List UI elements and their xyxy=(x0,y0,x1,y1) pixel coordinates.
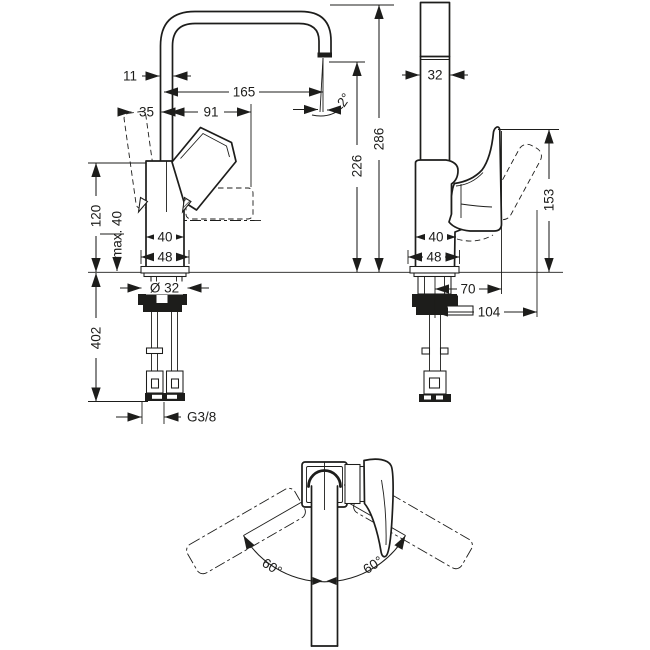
handle-pivot-section xyxy=(181,196,192,214)
front-view: 11 165 35 91 2° 226 286 120 ma xyxy=(88,4,394,425)
base-plate-side xyxy=(409,265,460,274)
dim-body-width-label: 40 xyxy=(157,230,172,245)
dim-body-depth-label: 40 xyxy=(428,230,443,245)
dim-handle-tilt-offset-label: 35 xyxy=(139,105,154,120)
spout-inner-outline xyxy=(171,22,320,163)
hose-end-side xyxy=(419,394,451,402)
side-view: 32 153 40 48 70 104 xyxy=(402,1,559,402)
hose-end xyxy=(145,393,185,401)
drain-rod-tab xyxy=(446,305,474,316)
dim-spout-reach-label: 165 xyxy=(233,85,256,100)
shank-side xyxy=(417,275,452,295)
dim-lever-height-label: 153 xyxy=(542,189,557,212)
spout-outer-outline xyxy=(159,10,332,163)
dim-body-height-label: 120 xyxy=(89,205,104,228)
dim-handle-width-label: 32 xyxy=(427,68,442,83)
dim-spout-pipe-width-label: 11 xyxy=(123,69,137,84)
dim-spout-angle-label: 2° xyxy=(334,90,354,109)
dim-max-mounting-thickness-label: max. 40 xyxy=(110,211,125,259)
rod-clip xyxy=(145,347,164,355)
handle-dashed-horizontal-outline xyxy=(185,187,254,220)
dim-lever-front-offset-label: 70 xyxy=(460,282,475,297)
dim-handle-reach-label: 91 xyxy=(203,105,218,120)
dim-base-depth-label: 48 xyxy=(426,250,441,265)
handle-grip-top xyxy=(363,458,394,558)
dim-spout-outlet-height-label: 226 xyxy=(350,155,365,178)
handle-hub-top xyxy=(344,463,361,505)
swivel-arc xyxy=(243,535,406,583)
dim-supply-hose-length-label: 402 xyxy=(89,327,104,350)
handle-pivot-left xyxy=(137,196,149,214)
dim-base-width-label: 48 xyxy=(157,250,172,265)
dim-overall-depth-label: 104 xyxy=(478,305,501,320)
dim-hose-thread-label: G3/8 xyxy=(187,410,216,425)
aerator xyxy=(317,52,332,58)
handle-dashed-left-outline xyxy=(186,487,306,575)
handle-stick-outline xyxy=(419,1,451,161)
base-plate xyxy=(140,265,190,274)
dim-shank-diameter-label: Ø 32 xyxy=(150,281,179,296)
top-view: 60° 60° xyxy=(186,458,473,647)
dim-total-height-label: 286 xyxy=(372,128,387,151)
